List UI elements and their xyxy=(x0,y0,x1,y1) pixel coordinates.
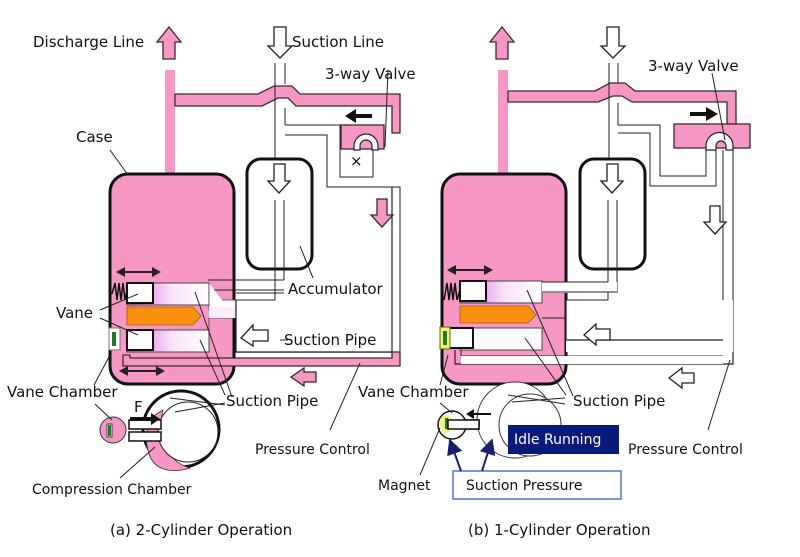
vane-motion-double-arrow-icon xyxy=(116,267,161,277)
label-suction-pipe-b: Suction Pipe xyxy=(573,392,665,410)
spring-b-icon xyxy=(443,282,461,301)
vane-motion-double-arrow-lower-icon xyxy=(119,366,165,376)
suction-flow-left-arrow-icon xyxy=(240,323,269,348)
valve-u-tube-b xyxy=(705,131,734,151)
drive-shaft-b xyxy=(459,305,537,324)
high-pressure-line xyxy=(174,85,401,134)
vane-retract-arrow-icon xyxy=(466,409,491,419)
suction-pressure-arrow-2 xyxy=(479,438,496,472)
accumulator xyxy=(245,157,314,271)
idle-running-badge xyxy=(508,425,619,454)
compression-chamber xyxy=(128,389,221,471)
caption-panel-a: (a) 2-Cylinder Operation xyxy=(110,521,292,539)
label-pressure-control-b: Pressure Control xyxy=(628,442,743,458)
label-suction-pressure: Suction Pressure xyxy=(466,478,583,494)
suction-pressure-arrow-1 xyxy=(447,438,463,472)
discharge-arrow-up-icon xyxy=(155,25,183,60)
pressure-flow-down-arrow-icon xyxy=(369,198,395,228)
vane-upper xyxy=(126,282,154,304)
suction-arrow-down-icon xyxy=(266,26,294,59)
label-3-way-valve-b: 3-way Valve xyxy=(648,57,739,75)
label-vane: Vane xyxy=(56,304,93,322)
valve-closed-mark: × xyxy=(350,152,363,170)
vane-chamber-small xyxy=(99,416,127,444)
vane-motion-double-arrow-b-icon xyxy=(447,265,493,275)
label-suction-pipe-a2: Suction Pipe xyxy=(226,392,318,410)
label-pressure-control-a: Pressure Control xyxy=(255,442,370,458)
label-suction-pipe-a1: Suction Pipe xyxy=(284,331,376,349)
vane-upper-b xyxy=(459,280,487,302)
label-force: F xyxy=(134,398,143,416)
vane-lower xyxy=(126,329,154,351)
valve-flow-left-arrow-icon xyxy=(345,109,372,123)
label-3-way-valve-a: 3-way Valve xyxy=(325,65,416,83)
caption-panel-b: (b) 1-Cylinder Operation xyxy=(468,521,650,539)
panel-a-2-cylinder: × xyxy=(7,25,416,539)
panel-b-1-cylinder: Idle Running Suction Pressure 3-way Valv… xyxy=(358,25,751,539)
accumulator-b xyxy=(578,157,647,271)
valve-u-tube xyxy=(353,133,379,151)
label-accumulator: Accumulator xyxy=(288,280,384,298)
suction-flow-left-arrow-b2-icon xyxy=(667,366,695,390)
suction-arrow-down-b-icon xyxy=(599,26,627,59)
force-arrow-icon xyxy=(130,413,160,425)
vane-lower-b xyxy=(446,327,474,349)
label-case: Case xyxy=(76,128,113,146)
suction-flow-down-arrow-b-icon xyxy=(702,205,728,235)
label-magnet: Magnet xyxy=(378,478,431,494)
label-discharge-line: Discharge Line xyxy=(33,33,144,51)
suction-flow-left-arrow-b-icon xyxy=(583,322,611,347)
spring-icon xyxy=(111,282,128,301)
discharge-arrow-up-b-icon xyxy=(488,25,516,60)
valve-flow-right-arrow-icon xyxy=(690,107,718,121)
accumulator-down-arrow-b-icon xyxy=(599,163,625,194)
label-idle-running: Idle Running xyxy=(514,432,601,448)
label-suction-line: Suction Line xyxy=(292,33,384,51)
accumulator-down-arrow-icon xyxy=(266,163,292,194)
label-vane-chamber-b: Vane Chamber xyxy=(358,383,469,401)
discharge-pipe xyxy=(165,70,175,175)
suction-pressure-box xyxy=(452,470,622,500)
label-vane-chamber-a: Vane Chamber xyxy=(7,383,118,401)
label-compression-chamber: Compression Chamber xyxy=(32,482,192,498)
pressure-flow-left-arrow-icon xyxy=(289,366,317,388)
high-pressure-line-b xyxy=(507,82,737,125)
drive-shaft xyxy=(126,306,202,326)
